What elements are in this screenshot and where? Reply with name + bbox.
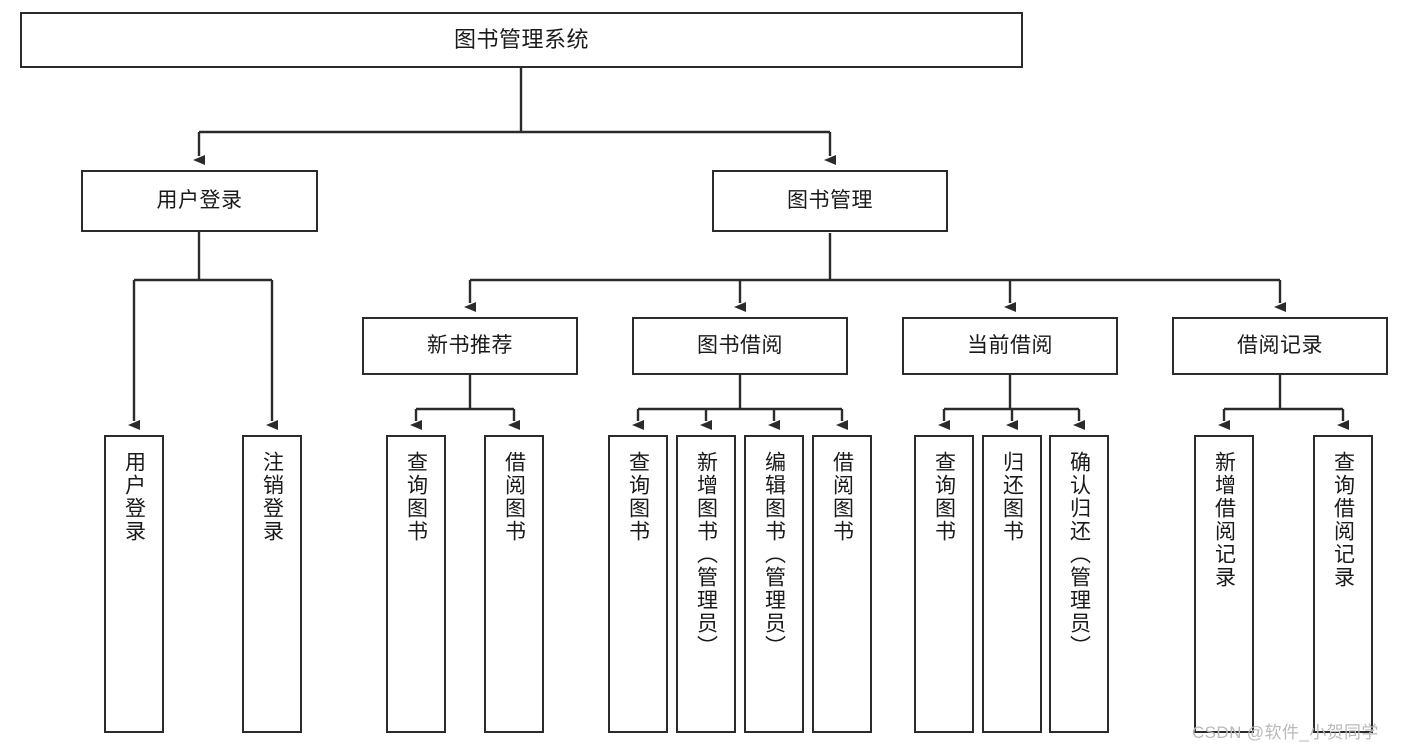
leaf-query-record[interactable]: 查询借阅记录 (1313, 435, 1373, 733)
leaf-add-book[interactable]: 新增图书（管理员） (676, 435, 736, 733)
node-root[interactable]: 图书管理系统 (20, 12, 1023, 68)
node-book-manage-label: 图书管理 (787, 188, 873, 212)
leaf-query-book-1[interactable]: 查询图书 (386, 435, 446, 733)
leaf-user-logout[interactable]: 注销登录 (242, 435, 302, 733)
leaf-add-record-label: 新增借阅记录 (1212, 451, 1236, 589)
leaf-query-book-2-label: 查询图书 (626, 451, 650, 543)
node-current-borrow-label: 当前借阅 (967, 333, 1053, 357)
node-current-borrow[interactable]: 当前借阅 (902, 317, 1118, 375)
leaf-query-book-1-label: 查询图书 (404, 451, 428, 543)
leaf-edit-book[interactable]: 编辑图书（管理员） (744, 435, 804, 733)
node-borrow-record-label: 借阅记录 (1237, 333, 1323, 357)
leaf-add-record[interactable]: 新增借阅记录 (1194, 435, 1254, 733)
node-root-label: 图书管理系统 (453, 27, 589, 53)
node-user-login[interactable]: 用户登录 (81, 170, 318, 232)
leaf-borrow-book-2[interactable]: 借阅图书 (812, 435, 872, 733)
leaf-query-book-2[interactable]: 查询图书 (608, 435, 668, 733)
csdn-watermark: CSDN @软件_小贺同学 (1192, 723, 1379, 742)
leaf-query-record-label: 查询借阅记录 (1331, 451, 1355, 589)
leaf-confirm-return[interactable]: 确认归还（管理员） (1049, 435, 1109, 733)
leaf-add-book-label: 新增图书（管理员） (694, 451, 718, 658)
node-user-login-label: 用户登录 (156, 188, 243, 212)
leaf-user-login-label: 用户登录 (122, 451, 146, 543)
node-borrow-record[interactable]: 借阅记录 (1172, 317, 1388, 375)
leaf-user-logout-label: 注销登录 (260, 451, 284, 543)
leaf-query-book-3-label: 查询图书 (932, 451, 956, 543)
leaf-return-book-label: 归还图书 (1000, 451, 1024, 543)
leaf-query-book-3[interactable]: 查询图书 (914, 435, 974, 733)
leaf-borrow-book-1[interactable]: 借阅图书 (484, 435, 544, 733)
leaf-user-login[interactable]: 用户登录 (104, 435, 164, 733)
node-new-book-recommend-label: 新书推荐 (427, 333, 513, 357)
node-new-book-recommend[interactable]: 新书推荐 (362, 317, 578, 375)
node-book-borrow[interactable]: 图书借阅 (632, 317, 848, 375)
leaf-confirm-return-label: 确认归还（管理员） (1067, 451, 1091, 658)
node-book-borrow-label: 图书借阅 (697, 333, 783, 357)
leaf-edit-book-label: 编辑图书（管理员） (762, 451, 786, 658)
leaf-borrow-book-2-label: 借阅图书 (830, 451, 854, 543)
leaf-return-book[interactable]: 归还图书 (982, 435, 1042, 733)
node-book-manage[interactable]: 图书管理 (712, 170, 948, 232)
leaf-borrow-book-1-label: 借阅图书 (502, 451, 526, 543)
